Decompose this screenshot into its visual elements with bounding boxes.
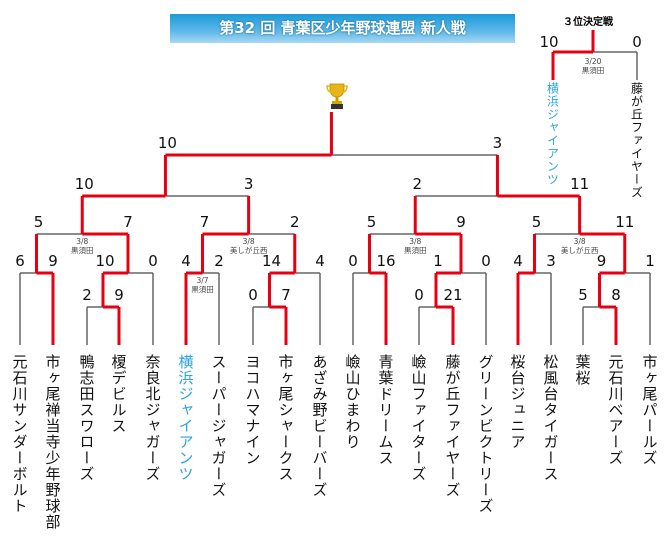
- score-label: 5: [532, 213, 542, 231]
- match-venue: 美しが丘西: [561, 245, 599, 255]
- score-label: 2: [82, 286, 92, 304]
- score-label: 4: [181, 252, 191, 270]
- score-label: 0: [481, 252, 491, 270]
- match-date: 3/8: [76, 237, 88, 246]
- match-date: 3/8: [409, 237, 421, 246]
- team-name: 葉桜: [573, 354, 592, 386]
- team-name: スーパージャガーズ: [209, 354, 228, 498]
- score-label: 6: [15, 252, 25, 270]
- score-label: 8: [611, 286, 621, 304]
- score-label: 10: [95, 252, 114, 270]
- score-label: 10: [158, 134, 177, 152]
- team-name: 鴨志田スワローズ: [77, 354, 96, 482]
- third-place-team-name: 藤が丘ファイヤーズ: [629, 82, 644, 199]
- score-label: 7: [281, 286, 291, 304]
- match-date: 3/7: [196, 276, 208, 285]
- score-label: 11: [615, 213, 634, 231]
- score-label: 3: [546, 252, 556, 270]
- score-label: 9: [456, 213, 466, 231]
- score-label: 2: [290, 213, 300, 231]
- score-label: 5: [367, 213, 377, 231]
- score-label: 1: [433, 252, 443, 270]
- match-venue: 美しが丘西: [230, 245, 268, 255]
- third-place-right-score: 0: [632, 33, 642, 51]
- third-place-team-name: 横浜ジャイアンツ: [545, 82, 560, 186]
- third-place-label: ３位決定戦: [563, 17, 613, 28]
- trophy-icon: [326, 82, 348, 114]
- team-name: 青葉ドリームス: [376, 354, 395, 466]
- team-name: あざみ野ビーバーズ: [310, 354, 329, 498]
- third-place-date: 3/20: [585, 57, 602, 66]
- team-name: 市ヶ尾禅当寺少年野球部: [43, 354, 62, 530]
- score-label: 1: [645, 252, 655, 270]
- score-label: 0: [248, 286, 258, 304]
- team-name: 市ヶ尾シャークス: [276, 354, 295, 482]
- team-name: 嶮山ファイターズ: [409, 354, 428, 482]
- score-label: 0: [414, 286, 424, 304]
- match-venue: 黒須田: [71, 246, 94, 255]
- match-venue: 黒須田: [191, 285, 214, 294]
- team-name: 松風台タイガース: [541, 354, 560, 482]
- team-name: 榎デビルス: [109, 354, 128, 434]
- score-label: 7: [123, 213, 133, 231]
- score-label: 5: [578, 286, 588, 304]
- team-name: 藤が丘ファイヤーズ: [443, 354, 462, 498]
- score-label: 9: [114, 286, 124, 304]
- score-label: 10: [75, 175, 94, 193]
- score-label: 0: [348, 252, 358, 270]
- score-label: 2: [214, 252, 224, 270]
- match-date: 3/8: [574, 237, 586, 246]
- third-place-left-score: 10: [539, 33, 558, 51]
- score-label: 9: [48, 252, 58, 270]
- score-label: 14: [262, 252, 281, 270]
- team-name: 元石川サンダーボルト: [10, 354, 29, 514]
- score-label: 3: [244, 175, 254, 193]
- score-label: 4: [513, 252, 523, 270]
- team-name: 横浜ジャイアンツ: [176, 354, 195, 482]
- score-label: 2: [412, 175, 422, 193]
- match-venue: 黒須田: [404, 246, 427, 255]
- score-label: 0: [148, 252, 158, 270]
- score-label: 16: [376, 252, 395, 270]
- team-name: 市ヶ尾パールズ: [640, 354, 659, 466]
- score-label: 4: [315, 252, 325, 270]
- team-name: 奈良北ジャガーズ: [143, 354, 162, 482]
- team-name: ヨコハマナイン: [243, 354, 262, 466]
- third-place-venue: 黒須田: [582, 66, 605, 75]
- score-label: 5: [34, 213, 44, 231]
- score-label: 9: [597, 252, 607, 270]
- team-name: 元石川ベアーズ: [606, 354, 625, 466]
- score-label: 11: [570, 175, 589, 193]
- team-name: 桜台ジュニア: [508, 354, 527, 450]
- team-name: グリーンビクトリーズ: [476, 354, 495, 514]
- page-title: 第32 回 青葉区少年野球連盟 新人戦: [170, 14, 515, 43]
- score-label: 7: [200, 213, 210, 231]
- score-label: 21: [443, 286, 462, 304]
- team-name: 嶮山ひまわり: [343, 354, 362, 450]
- match-date: 3/8: [243, 237, 255, 246]
- score-label: 3: [493, 134, 503, 152]
